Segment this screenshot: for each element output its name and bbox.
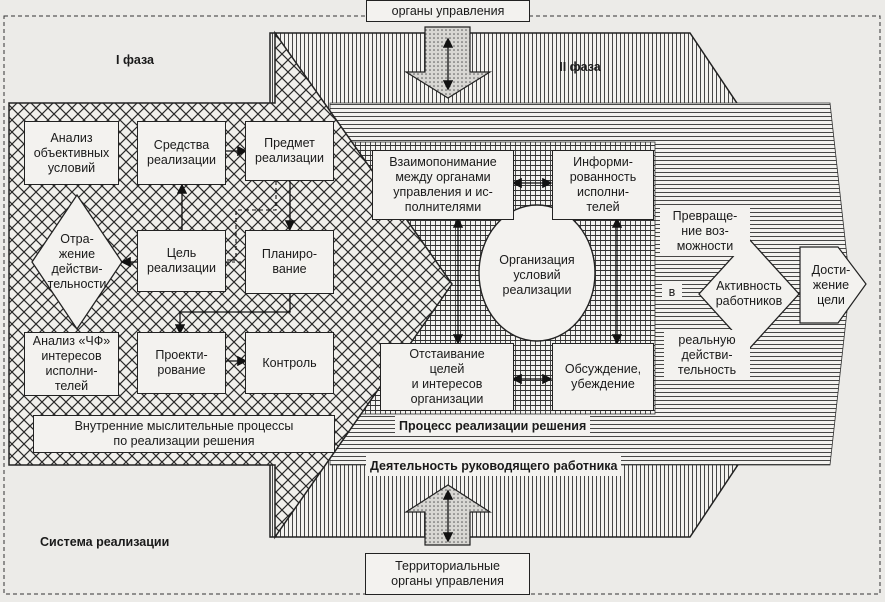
objective-analysis-box: Анализ объективных условий bbox=[24, 121, 119, 185]
process-label: Процесс реализации решения bbox=[395, 416, 591, 436]
phase2-label: II фаза bbox=[559, 60, 601, 74]
discussion-box: Обсуждение, убеждение bbox=[552, 343, 654, 411]
subject-text: Предмет реализации bbox=[255, 136, 324, 165]
mutual-understanding-box: Взаимопонимание между органами управлени… bbox=[372, 150, 514, 220]
informed-text: Информи- рованность исполни- телей bbox=[569, 155, 637, 214]
transform-bottom-text: реальную действи- тельность bbox=[664, 330, 750, 380]
goal-box: Цель реализации bbox=[137, 230, 226, 292]
interests-analysis-box: Анализ «ЧФ» интересов исполни- телей bbox=[24, 332, 119, 396]
transform-v-text: в bbox=[662, 284, 682, 300]
interests-analysis-text: Анализ «ЧФ» интересов исполни- телей bbox=[32, 334, 111, 393]
control-box: Контроль bbox=[245, 332, 334, 394]
planning-box: Планиро- вание bbox=[245, 230, 334, 294]
organization-text: Организация условий реализации bbox=[499, 252, 575, 297]
territorial-box: Территориальные органы управления bbox=[365, 553, 530, 595]
objective-analysis-text: Анализ объективных условий bbox=[33, 130, 110, 175]
design-box: Проекти- рование bbox=[137, 332, 226, 394]
activity-label: Деятельность руководящего работника bbox=[366, 456, 622, 476]
internal-processes-box: Внутренние мыслительные процессы по реал… bbox=[33, 415, 335, 453]
mutual-understanding-text: Взаимопонимание между органами управлени… bbox=[389, 155, 497, 214]
phase1-arrow bbox=[8, 30, 453, 540]
defending-text: Отстаивание целей и интересов организаци… bbox=[409, 347, 485, 406]
top-box-text: органы управления bbox=[391, 3, 505, 18]
reflection-diamond bbox=[31, 193, 123, 331]
system-label: Система реализации bbox=[40, 535, 170, 549]
design-text: Проекти- рование bbox=[155, 348, 208, 377]
planning-text: Планиро- вание bbox=[261, 247, 318, 276]
top-management-box: органы управления bbox=[366, 0, 530, 22]
subject-box: Предмет реализации bbox=[245, 121, 334, 181]
means-box: Средства реализации bbox=[137, 121, 226, 185]
goal-shape bbox=[799, 246, 867, 324]
informed-box: Информи- рованность исполни- телей bbox=[552, 150, 654, 220]
goal-text: Цель реализации bbox=[147, 246, 216, 275]
defending-box: Отстаивание целей и интересов организаци… bbox=[380, 343, 514, 411]
organization-ellipse bbox=[478, 204, 596, 342]
goal-achievement-text: Дости- жение цели bbox=[811, 262, 851, 307]
reflection-text: Отра- жение действи- тельности bbox=[47, 232, 107, 291]
transform-top-text: Превраще- ние воз- можности bbox=[660, 206, 750, 256]
territorial-box-text: Территориальные органы управления bbox=[391, 559, 504, 588]
control-text: Контроль bbox=[262, 355, 317, 370]
means-text: Средства реализации bbox=[147, 138, 216, 167]
discussion-text: Обсуждение, убеждение bbox=[564, 362, 642, 391]
workers-activity-text: Активность работников bbox=[715, 279, 783, 308]
phase1-label: I фаза bbox=[116, 53, 154, 67]
internal-processes-text: Внутренние мыслительные процессы по реал… bbox=[74, 419, 294, 448]
